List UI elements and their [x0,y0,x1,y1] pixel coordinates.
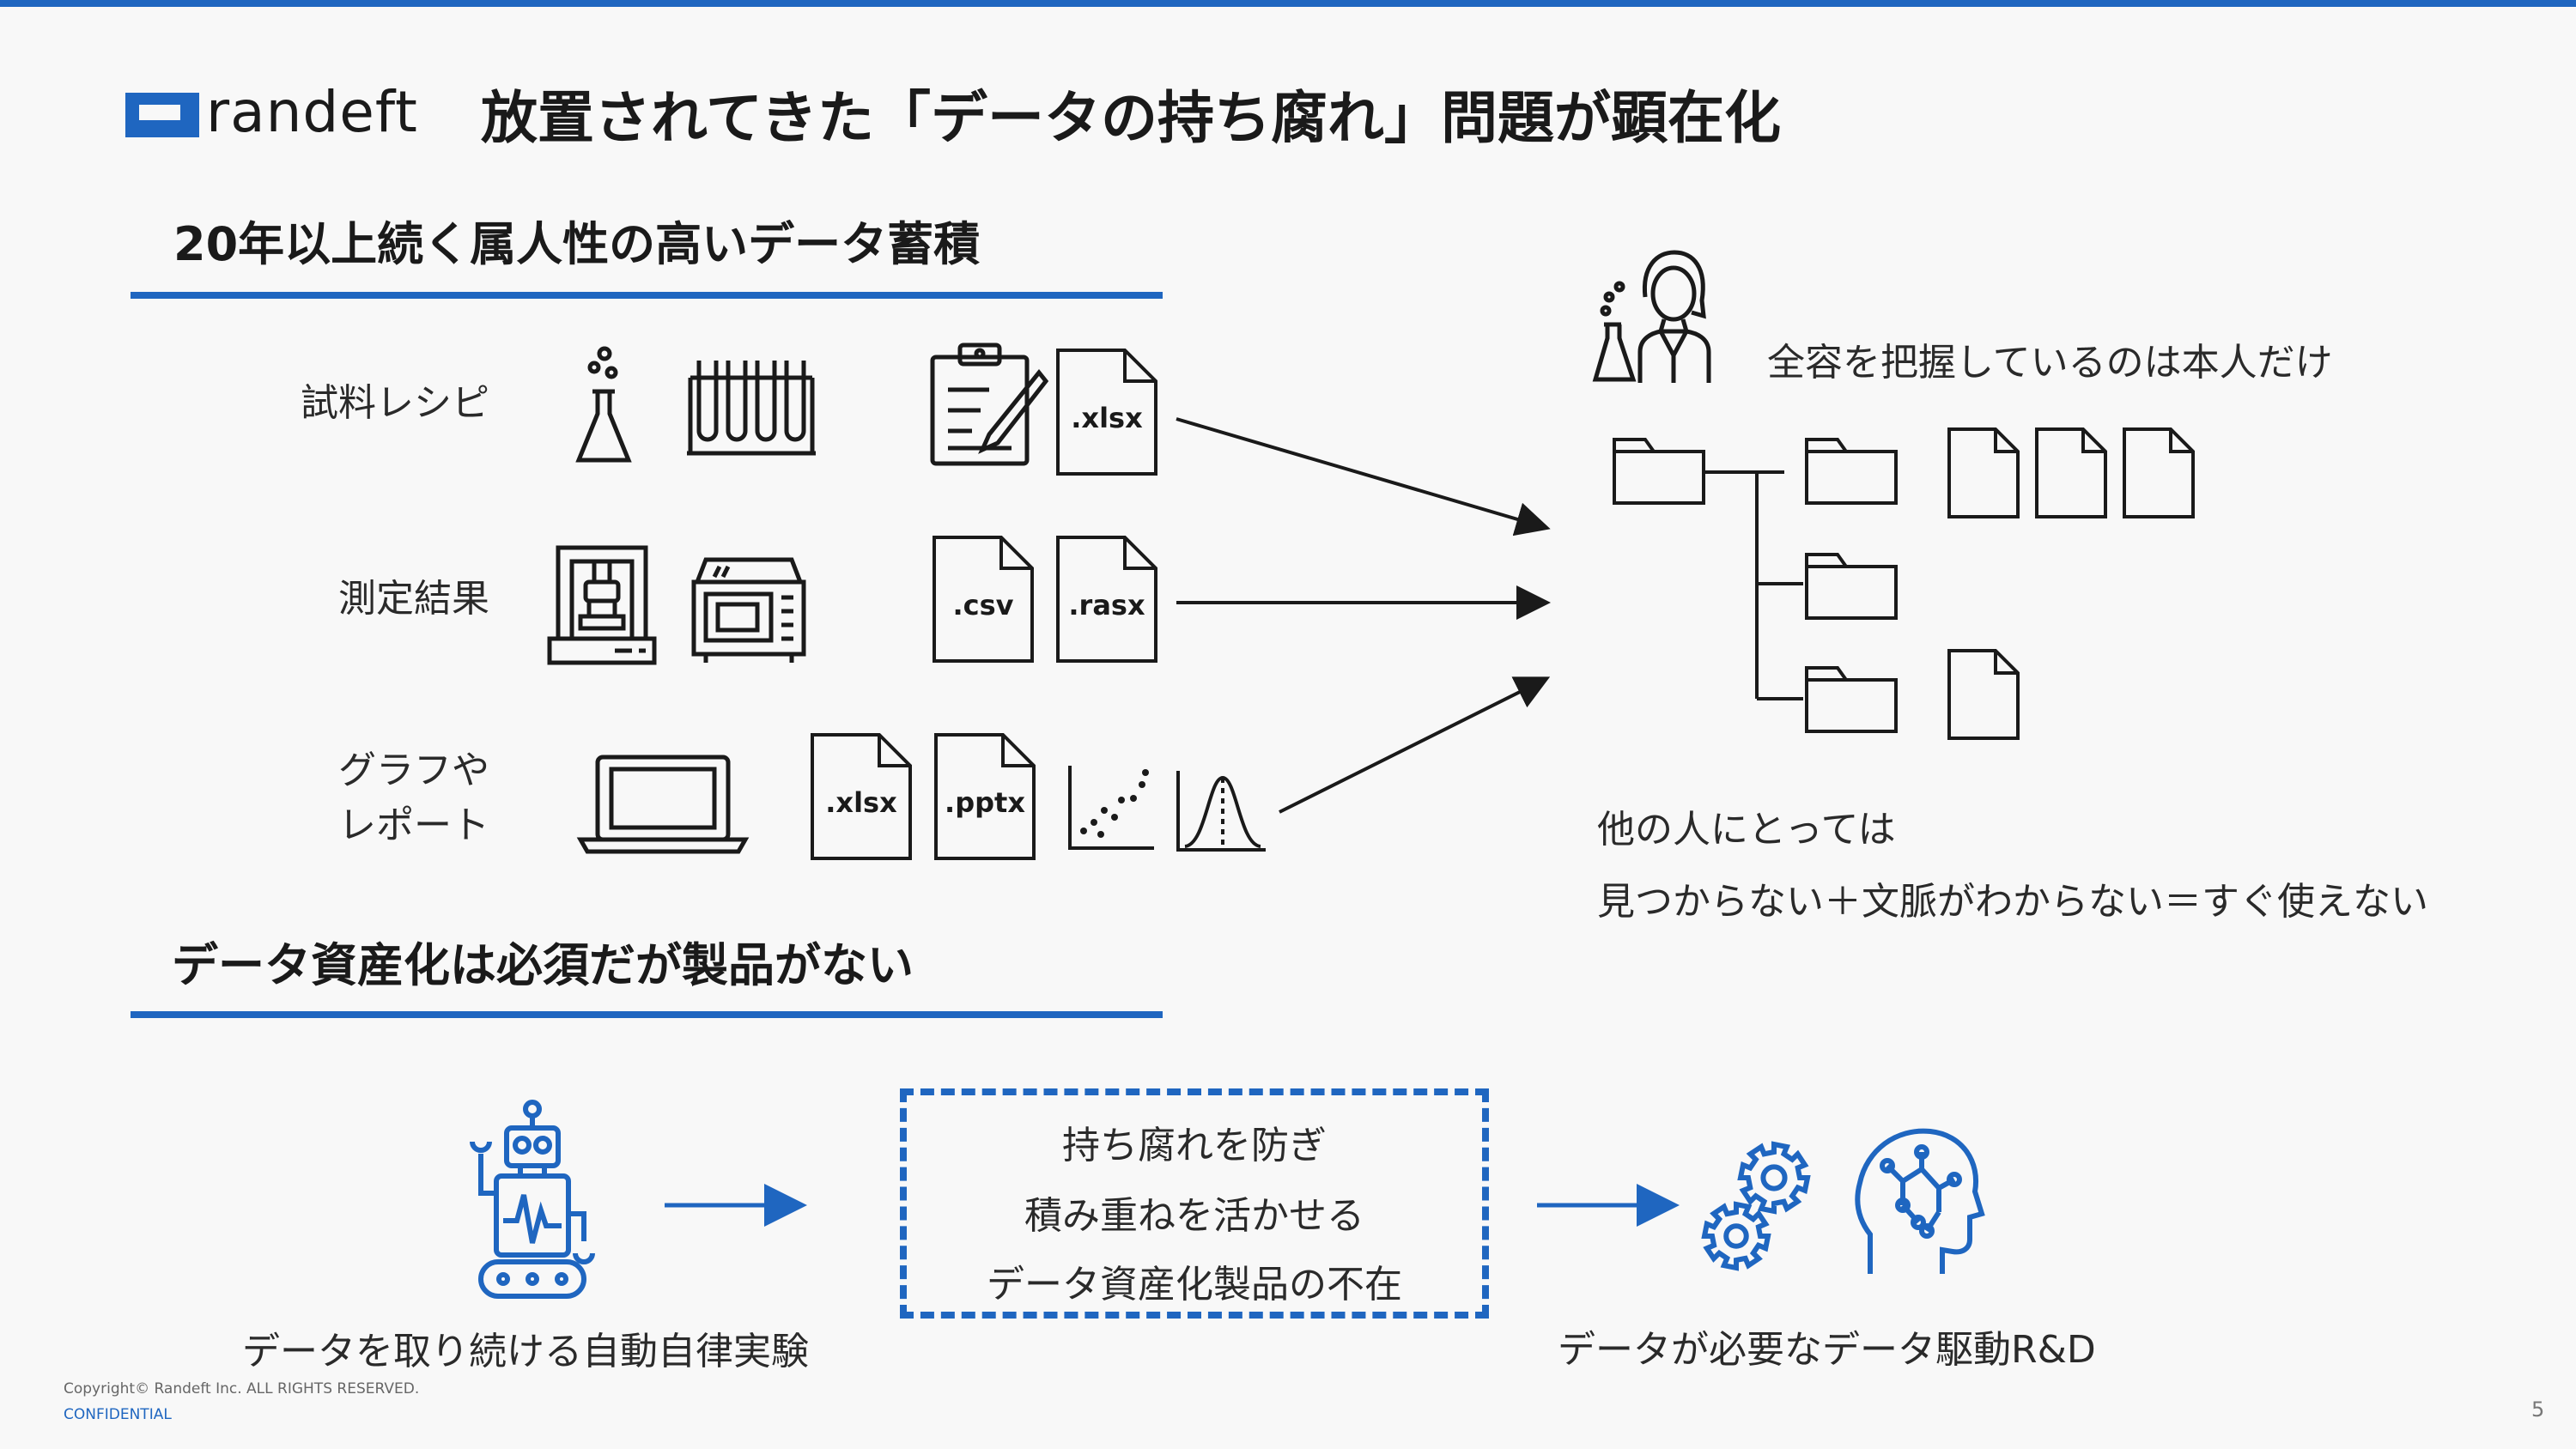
section1-heading: 20年以上続く属人性の高いデータ蓄積 [173,217,981,271]
scatter-plot-icon [1068,766,1154,850]
folder-icon [1805,438,1898,505]
file-extension-label: .xlsx [1071,402,1143,434]
gears-icon [1701,1141,1811,1271]
section2-heading: データ資産化は必須だが製品がない [172,938,914,992]
row-label-recipe: 試料レシピ [301,381,489,425]
tree-connector [1704,470,1803,700]
arrow-icon [1176,417,1551,537]
machine-icon [547,545,657,665]
brain-icon [1855,1128,1985,1274]
row-label-measurement: 測定結果 [338,577,489,621]
folder-icon [1805,553,1898,620]
copyright: Copyright© Randeft Inc. ALL RIGHTS RESER… [64,1380,420,1397]
laptop-icon [576,755,750,854]
bell-curve-icon [1176,771,1266,852]
section2-rule [131,1011,1163,1018]
section1-rule [131,292,1163,299]
flask-icon [575,346,632,463]
arrow-icon [1279,676,1551,814]
file-icon [1947,427,2020,518]
others-line-2: 見つからない＋文脈がわからない＝すぐ使えない [1597,880,2428,924]
robot-icon [470,1100,595,1299]
file-icon: .rasx [1056,536,1157,663]
right-caption: データが必要なデータ駆動R&D [1558,1328,2096,1372]
missing-product-box [900,1088,1489,1319]
row-label-graphs-1: グラフや [338,749,489,792]
instrument-icon [691,557,806,663]
top-accent-bar [0,0,2576,7]
file-icon: .xlsx [811,733,912,860]
scientist-icon [1592,250,1711,383]
file-icon [2035,427,2107,518]
file-extension-label: .xlsx [825,786,897,819]
left-caption: データを取り続ける自動自律実験 [242,1330,809,1373]
page-title: 放置されてきた「データの持ち腐れ」問題が顕在化 [481,85,1782,151]
file-icon [1947,649,2020,740]
box-line-2: 積み重ねを活かせる [1024,1194,1364,1238]
brand-name: randeft [206,79,418,145]
page-number: 5 [2531,1397,2545,1422]
owner-text: 全容を把握しているのは本人だけ [1767,341,2333,385]
file-icon: .pptx [934,733,1036,860]
folder-icon [1613,438,1705,505]
confidential-label: CONFIDENTIAL [64,1406,172,1423]
file-icon: .xlsx [1056,349,1157,476]
file-icon [2123,427,2195,518]
file-extension-label: .csv [952,589,1013,621]
box-line-1: 持ち腐れを防ぎ [1062,1124,1327,1167]
file-icon: .csv [933,536,1034,663]
logo-mark-icon [125,93,199,137]
file-extension-label: .rasx [1068,589,1145,621]
others-line-1: 他の人にとっては [1597,808,1896,852]
clipboard-icon [930,343,1049,466]
file-extension-label: .pptx [945,786,1025,819]
folder-icon [1805,666,1898,733]
box-line-3: データ資産化製品の不在 [987,1263,1402,1307]
test-tubes-icon [687,361,816,456]
row-label-graphs-2: レポート [338,803,489,847]
